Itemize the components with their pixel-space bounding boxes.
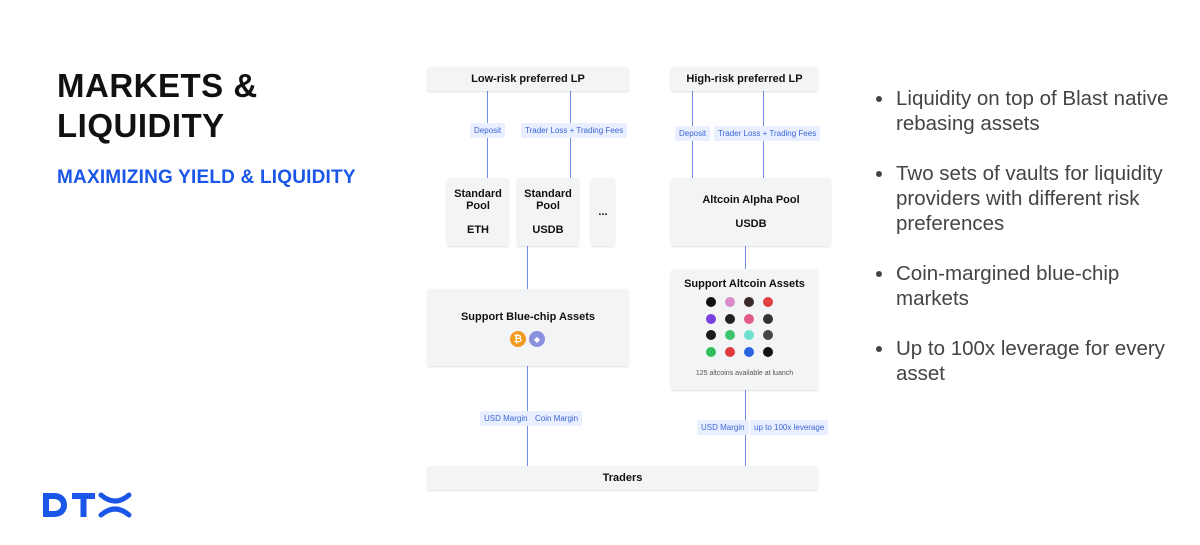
coin-margin-tag: Coin Margin bbox=[531, 411, 583, 426]
bullet-item: Two sets of vaults for liquidity provide… bbox=[872, 161, 1172, 236]
eth-label: ETH bbox=[467, 224, 489, 236]
standard-pool-usdb: Standard Pool USDB bbox=[517, 178, 579, 246]
altcoin-icon bbox=[706, 313, 716, 324]
altcoin-icon bbox=[744, 297, 754, 307]
slide-title: MARKETS & LIQUIDITY bbox=[57, 67, 258, 144]
altcoin-icon bbox=[706, 330, 716, 340]
connector-high-fees bbox=[763, 91, 764, 204]
bluechip-coins: ₿ ◆ bbox=[508, 330, 548, 348]
altcoins-note: 125 altcoins available at luanch bbox=[695, 370, 794, 377]
dtx-logo bbox=[43, 492, 132, 518]
trader-loss-fees-tag-high: Trader Loss + Trading Fees bbox=[714, 126, 821, 141]
connector-standard-to-bluechip bbox=[527, 246, 528, 289]
bullet-item: Up to 100x leverage for every asset bbox=[872, 336, 1172, 386]
altcoin-icon bbox=[744, 330, 754, 340]
deposit-tag-low: Deposit bbox=[470, 123, 506, 138]
altcoin-icon bbox=[725, 346, 735, 357]
altcoin-icon bbox=[763, 330, 773, 340]
altcoin-icon bbox=[763, 297, 773, 307]
connector-low-fees bbox=[570, 91, 571, 205]
altcoin-icon bbox=[725, 330, 735, 340]
altcoin-icon bbox=[725, 297, 735, 307]
altcoin-icon bbox=[744, 313, 754, 324]
connector-high-deposit bbox=[692, 91, 693, 204]
ethereum-icon: ◆ bbox=[529, 331, 545, 347]
trader-loss-fees-tag-low: Trader Loss + Trading Fees bbox=[521, 123, 628, 138]
low-risk-lp-box: Low-risk preferred LP bbox=[427, 67, 629, 91]
slide-subtitle: MAXIMIZING YIELD & LIQUIDITY bbox=[57, 167, 356, 188]
connector-low-deposit bbox=[487, 91, 488, 205]
bullet-item: Liquidity on top of Blast native rebasin… bbox=[872, 86, 1172, 136]
standard-pool-label: Standard Pool bbox=[454, 188, 502, 212]
bullet-list: Liquidity on top of Blast native rebasin… bbox=[872, 86, 1172, 411]
support-bluechip-label: Support Blue-chip Assets bbox=[460, 311, 596, 323]
traders-box: Traders bbox=[427, 466, 818, 490]
altcoin-icon bbox=[706, 297, 716, 307]
standard-pool-label: Standard Pool bbox=[524, 188, 572, 212]
altcoin-icon bbox=[725, 313, 735, 324]
altcoin-icon bbox=[763, 313, 773, 324]
support-bluechip-box: Support Blue-chip Assets ₿ ◆ bbox=[427, 289, 629, 366]
usd-margin-tag-altcoin: USD Margin bbox=[697, 420, 749, 435]
usdb-label: USDB bbox=[532, 224, 564, 236]
high-risk-lp-box: High-risk preferred LP bbox=[671, 67, 818, 91]
altcoin-icon bbox=[763, 346, 773, 357]
altcoin-icon bbox=[744, 346, 754, 357]
liquidity-diagram: Low-risk preferred LP High-risk preferre… bbox=[420, 60, 840, 500]
altcoin-alpha-pool: Altcoin Alpha Pool USDB bbox=[671, 178, 831, 246]
low-risk-lp-label: Low-risk preferred LP bbox=[471, 73, 585, 85]
connector-alpha-to-altcoin bbox=[745, 246, 746, 269]
leverage-tag: up to 100x leverage bbox=[750, 420, 829, 435]
deposit-tag-high: Deposit bbox=[675, 126, 711, 141]
altcoin-alpha-pool-label: Altcoin Alpha Pool bbox=[702, 194, 800, 206]
altcoin-icon bbox=[706, 346, 716, 357]
altcoin-icon-grid bbox=[706, 297, 796, 357]
usdb-label: USDB bbox=[735, 218, 767, 230]
bullet-item: Coin-margined blue-chip markets bbox=[872, 261, 1172, 311]
support-altcoin-box: Support Altcoin Assets 125 altcoins avai… bbox=[671, 269, 818, 390]
ellipsis-label: ... bbox=[598, 206, 608, 218]
support-altcoin-label: Support Altcoin Assets bbox=[684, 278, 805, 290]
more-pools-box: ... bbox=[591, 178, 615, 246]
standard-pool-eth: Standard Pool ETH bbox=[447, 178, 509, 246]
bitcoin-icon: ₿ bbox=[510, 331, 526, 347]
usd-margin-tag-bluechip: USD Margin bbox=[480, 411, 532, 426]
traders-label: Traders bbox=[602, 472, 643, 484]
high-risk-lp-label: High-risk preferred LP bbox=[686, 73, 803, 85]
